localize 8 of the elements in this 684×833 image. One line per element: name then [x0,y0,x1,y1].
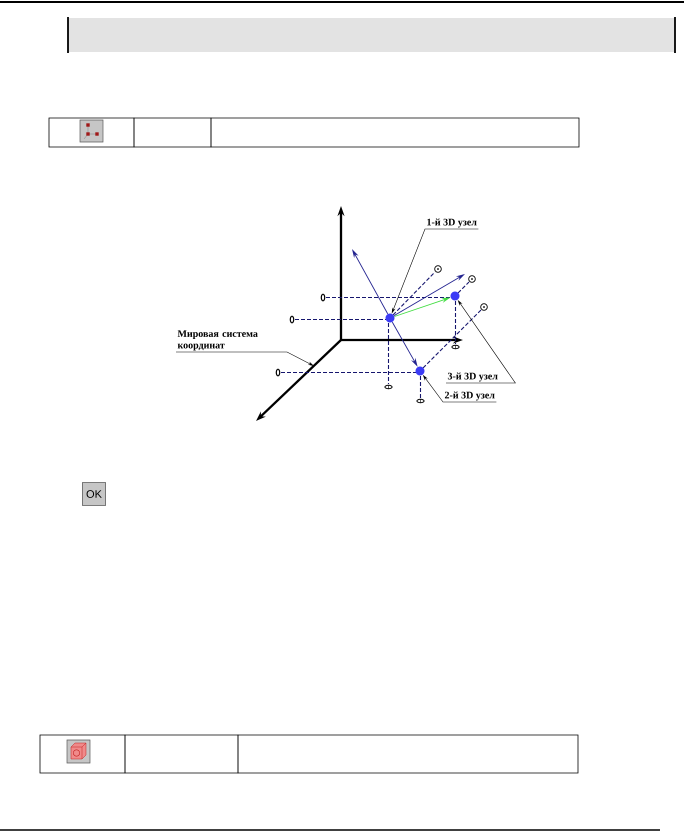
node-dot [416,366,424,376]
callout-label: 3-й 3D узел [448,372,498,382]
callout-label: 2-й 3D узел [444,391,495,401]
callout-label: Мировая система координат [178,330,258,350]
callout-label: 1-й 3D узел [427,218,477,228]
node-dot [386,314,394,322]
ok-button: OK [82,482,106,506]
node-dot [450,292,460,300]
